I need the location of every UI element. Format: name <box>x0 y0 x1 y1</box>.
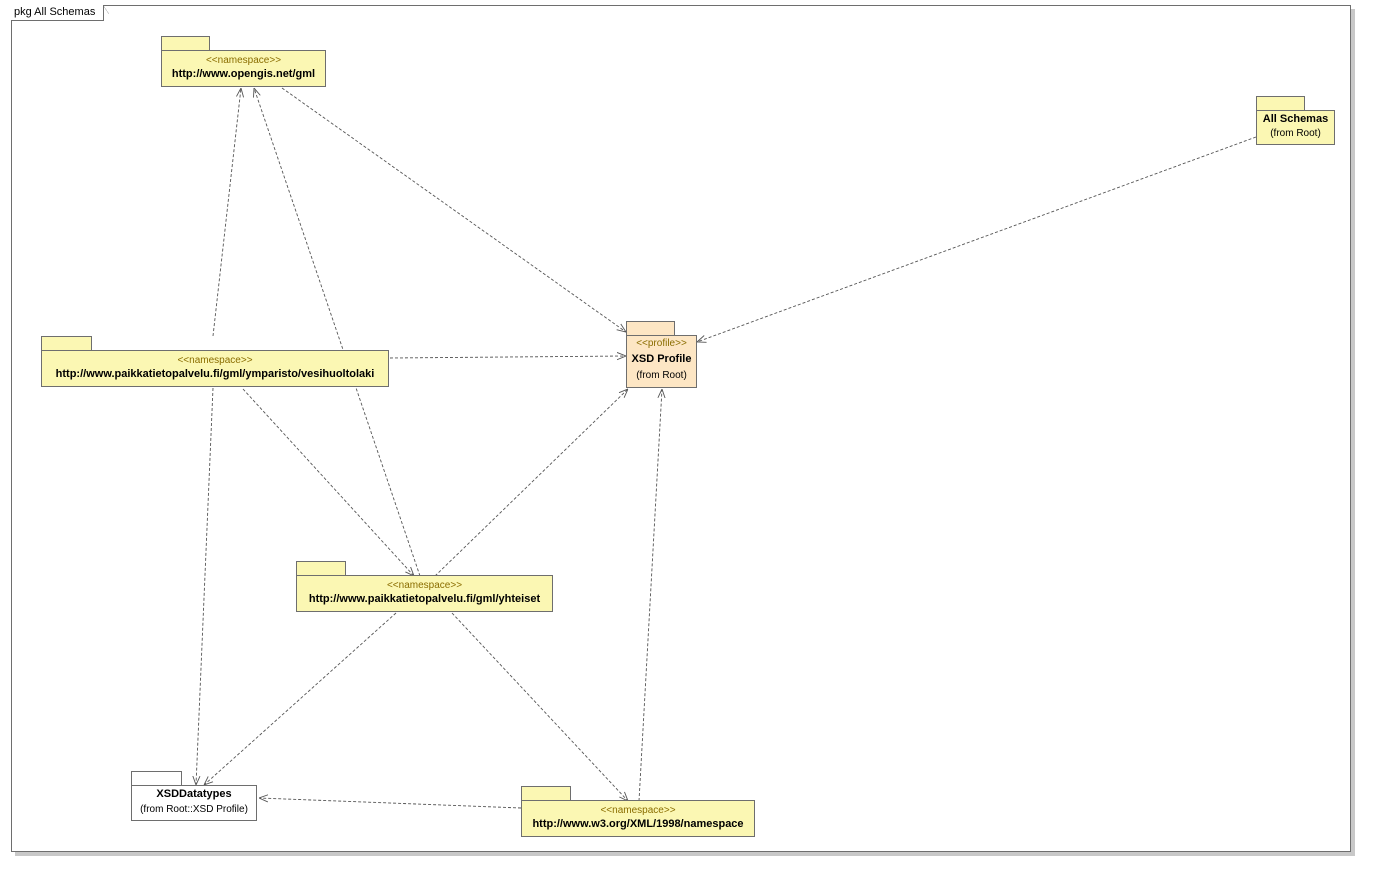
package-tab <box>41 336 92 350</box>
edge-allschemas-to-xsdprofile <box>697 136 1257 342</box>
frame-label: pkg All Schemas <box>11 5 110 21</box>
edge-vesihuolto-to-gml <box>212 88 241 337</box>
package-xsd-datatypes[interactable]: XSDDatatypes (from Root::XSD Profile) <box>131 771 257 821</box>
stereotype-label: <<namespace>> <box>600 805 676 816</box>
package-name: http://www.w3.org/XML/1998/namespace <box>532 818 744 830</box>
package-body: <<namespace>> http://www.paikkatietopalv… <box>296 575 553 612</box>
package-tab <box>131 771 182 785</box>
package-tab <box>1256 96 1305 110</box>
edge-vesihuolto-to-xsdprofile <box>389 356 626 358</box>
package-origin: (from Root::XSD Profile) <box>140 804 248 815</box>
package-name: XSD Profile <box>631 353 692 365</box>
package-body: All Schemas (from Root) <box>1256 110 1335 145</box>
package-tab <box>161 36 210 50</box>
stereotype-label: <<namespace>> <box>386 580 463 591</box>
package-body: <<namespace>> http://www.w3.org/XML/1998… <box>521 800 755 837</box>
package-name: http://www.paikkatietopalvelu.fi/gml/yht… <box>308 593 541 605</box>
edge-yhteiset-to-xmlnamespace <box>451 612 628 801</box>
package-xsd-profile[interactable]: <<profile>> XSD Profile (from Root) <box>626 321 697 388</box>
package-vesihuoltolaki[interactable]: <<namespace>> http://www.paikkatietopalv… <box>41 336 389 387</box>
package-origin: (from Root) <box>1270 128 1321 139</box>
stereotype-label: <<profile>> <box>636 338 687 349</box>
package-yhteiset[interactable]: <<namespace>> http://www.paikkatietopalv… <box>296 561 553 612</box>
package-all-schemas[interactable]: All Schemas (from Root) <box>1256 96 1335 145</box>
edge-yhteiset-to-gml <box>254 88 421 577</box>
edge-yhteiset-to-xsdprofile <box>434 389 628 577</box>
package-name: XSDDatatypes <box>156 788 232 800</box>
stereotype-label: <<namespace>> <box>177 355 253 366</box>
package-tab <box>521 786 571 800</box>
stereotype-label: <<namespace>> <box>205 55 282 66</box>
package-body: <<namespace>> http://www.opengis.net/gml <box>161 50 326 87</box>
package-body: <<profile>> XSD Profile (from Root) <box>626 335 697 388</box>
package-name: All Schemas <box>1262 113 1329 125</box>
edge-xmlnamespace-to-xsddatatypes <box>259 798 522 809</box>
package-name: http://www.paikkatietopalvelu.fi/gml/ymp… <box>55 368 375 380</box>
package-gml[interactable]: <<namespace>> http://www.opengis.net/gml <box>161 36 326 87</box>
package-origin: (from Root) <box>636 370 687 381</box>
package-body: XSDDatatypes (from Root::XSD Profile) <box>131 785 257 821</box>
package-body: <<namespace>> http://www.paikkatietopalv… <box>41 350 389 387</box>
edge-gml-to-xsdprofile <box>281 87 626 332</box>
package-tab <box>296 561 346 575</box>
edge-yhteiset-to-xsddatatypes <box>204 612 397 785</box>
package-tab <box>626 321 675 335</box>
edge-xmlnamespace-to-xsdprofile <box>638 389 662 802</box>
edge-vesihuolto-to-xsddatatypes <box>196 387 214 785</box>
edge-vesihuolto-to-yhteiset <box>242 388 414 576</box>
package-xml-namespace[interactable]: <<namespace>> http://www.w3.org/XML/1998… <box>521 786 755 837</box>
package-name: http://www.opengis.net/gml <box>171 68 316 80</box>
